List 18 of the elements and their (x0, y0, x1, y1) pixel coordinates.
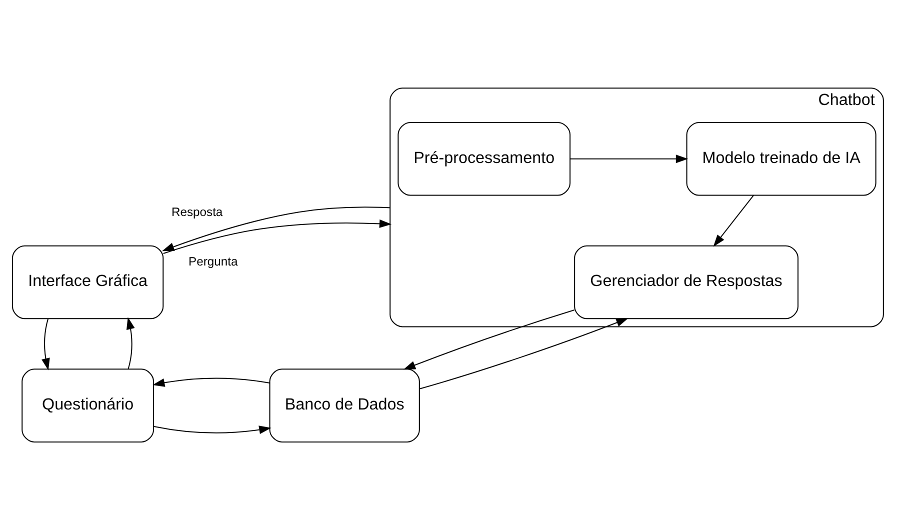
node-box: Gerenciador de Respostas (574, 244, 798, 319)
arrow (403, 309, 574, 370)
arrow (570, 154, 688, 163)
node-box: Pré-processamento (398, 122, 571, 196)
arrow (419, 318, 628, 389)
arrow (152, 377, 270, 386)
arrow (713, 194, 754, 246)
arrow (163, 218, 392, 254)
node-box: Questionário (22, 368, 154, 442)
node-box: Interface Gráfica (12, 244, 164, 319)
edge-label: Pergunta (188, 254, 238, 268)
arrow (42, 318, 50, 370)
arrow (126, 316, 135, 369)
edge-label: Resposta (171, 204, 223, 218)
arrow (162, 206, 390, 251)
node-box: Modelo treinado de IA (686, 122, 876, 196)
node-box: Banco de Dados (269, 368, 420, 442)
arrow (154, 425, 272, 434)
